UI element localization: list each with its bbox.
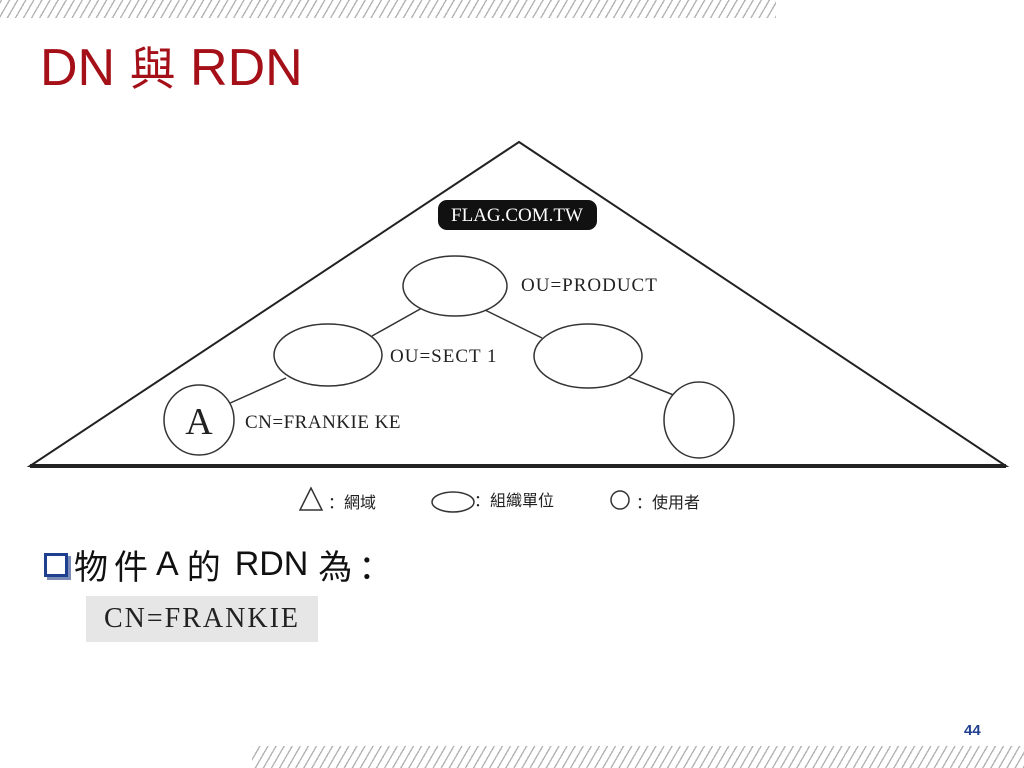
title-and: 與: [129, 42, 176, 96]
user-a-node: [163, 384, 235, 456]
title-dn: DN: [40, 39, 116, 97]
legend-ellipse-icon: [431, 491, 475, 513]
root-domain-badge: [438, 200, 597, 230]
checkbox-bullet-icon: [44, 552, 68, 577]
ou-product-node: [402, 255, 508, 317]
top-hatch-decoration: [0, 0, 776, 18]
page-number: 44: [964, 722, 981, 739]
rdn-answer-box: CN=FRANKIE: [86, 596, 318, 642]
user-second-node: [663, 381, 735, 459]
rdn-question: 物件 A 的 RDN 為：: [44, 540, 398, 589]
legend-domain-text: ：網域: [328, 493, 376, 512]
legend-triangle-icon: [298, 486, 324, 511]
bullet-middle: 的: [186, 548, 221, 588]
bullet-rdn: RDN: [234, 545, 309, 583]
legend-user-text: ：使用者: [636, 493, 700, 512]
ou-sect-label: OU=SECT 1: [390, 346, 498, 367]
edge-product-sect: [371, 307, 423, 337]
bullet-prefix: 物件: [74, 548, 154, 588]
user-a-letter: A: [185, 401, 213, 443]
ou-product-label: OU=PRODUCT: [521, 275, 658, 296]
bullet-object: A: [156, 545, 179, 583]
edge-ou2-user2: [625, 375, 677, 397]
legend-circle-icon: [610, 490, 630, 510]
root-domain-label: FLAG.COM.TW: [451, 205, 583, 226]
ou-sect-node: [273, 323, 383, 387]
edge-product-ou2: [484, 309, 543, 339]
edge-sect-user-a: [227, 377, 287, 405]
rdn-answer-text: CN=FRANKIE: [103, 603, 301, 634]
title-rdn: RDN: [190, 39, 303, 97]
bottom-hatch-decoration: [252, 746, 1024, 768]
ou-second-node: [533, 323, 643, 389]
cn-label: CN=FRANKIE KE: [245, 412, 401, 433]
page-title: DN 與 RDN: [40, 42, 303, 94]
legend-ou-text: ：組織單位: [474, 491, 554, 510]
bullet-suffix: 為：: [318, 548, 399, 588]
